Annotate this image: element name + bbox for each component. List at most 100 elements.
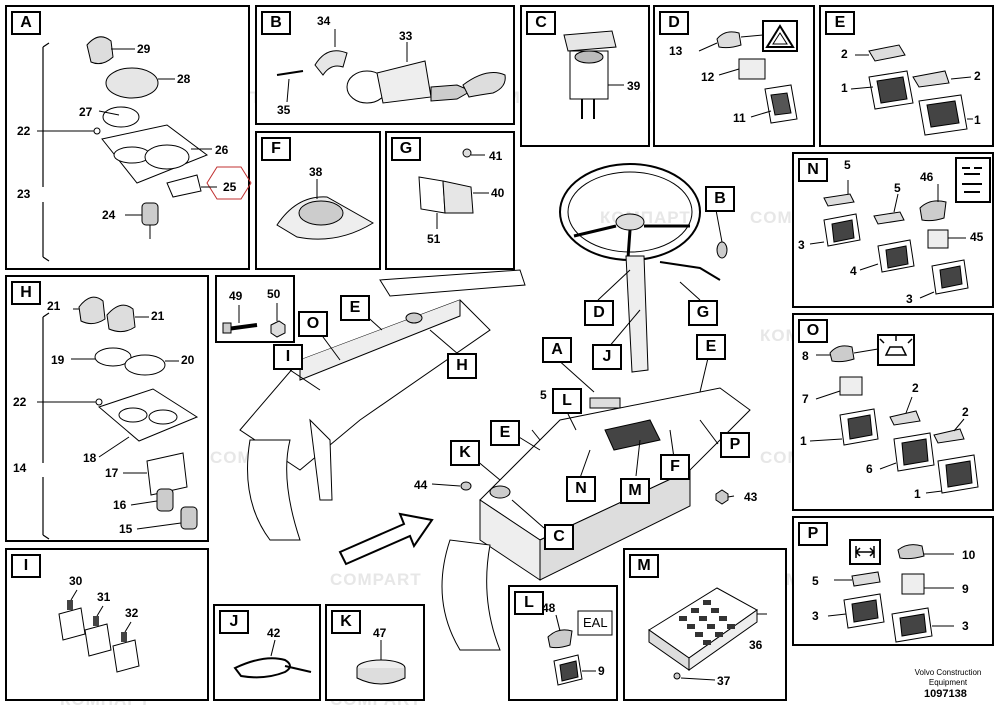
joystick-assembly-drawing <box>37 36 252 262</box>
callout-l[interactable]: L <box>552 388 582 414</box>
watermark-compart: COMPART <box>330 570 422 589</box>
socket-drawing <box>563 30 624 119</box>
callout-m[interactable]: M <box>620 478 650 504</box>
panel-f: F 38 <box>255 131 381 270</box>
plug-drawing <box>356 640 406 685</box>
callout-b[interactable]: B <box>705 186 735 212</box>
callout-g[interactable]: G <box>688 300 718 326</box>
cable-tie-drawing <box>233 639 312 679</box>
dual-joystick-drawing <box>37 296 199 540</box>
part-15: 15 <box>119 522 133 536</box>
part-2: 2 <box>962 405 969 419</box>
callout-e[interactable]: E <box>696 334 726 360</box>
part-13: 13 <box>669 44 683 58</box>
part-4: 4 <box>850 264 857 278</box>
panel-f-label: F <box>261 137 291 161</box>
panel-n: N 5 5 46 3 45 4 3 <box>792 152 994 308</box>
bolt-nut-drawing <box>222 303 286 338</box>
panel-g-label: G <box>391 137 421 161</box>
part-18: 18 <box>83 451 97 465</box>
part-45: 45 <box>970 230 984 244</box>
callout-p[interactable]: P <box>720 432 750 458</box>
part-5: 5 <box>844 158 851 172</box>
panel-b: B 34 33 35 <box>255 5 515 125</box>
part-30: 30 <box>69 574 83 588</box>
part-41: 41 <box>489 149 503 163</box>
part-43: 43 <box>744 490 758 504</box>
panel-i-label: I <box>11 554 41 578</box>
part-49: 49 <box>229 289 243 303</box>
panel-d: D 13 12 11 <box>653 5 815 147</box>
part-17: 17 <box>105 466 119 480</box>
part-25: 25 <box>223 180 237 194</box>
panel-o: O 8 7 2 2 1 6 1 <box>792 313 994 511</box>
part-28: 28 <box>177 72 191 86</box>
part-22: 22 <box>17 124 31 138</box>
part-6: 6 <box>866 462 873 476</box>
part-1: 1 <box>914 487 921 501</box>
drawing-number: 1097138 <box>924 688 967 700</box>
switch-set-n-drawing <box>809 157 991 299</box>
panel-d-label: D <box>659 11 689 35</box>
symbol-eal: EAL <box>583 615 608 630</box>
part-29: 29 <box>137 42 151 56</box>
part-22: 22 <box>13 395 27 409</box>
switch-l-drawing <box>547 610 613 686</box>
callout-o[interactable]: O <box>298 311 328 337</box>
callout-i[interactable]: I <box>273 344 303 370</box>
part-11: 11 <box>733 111 746 125</box>
panel-h-label: H <box>11 281 41 305</box>
callout-d[interactable]: D <box>584 300 614 326</box>
callout-c[interactable]: C <box>544 524 574 550</box>
switch-set-p-drawing <box>827 539 954 643</box>
lever-assembly-drawing <box>276 29 506 104</box>
part-46: 46 <box>920 170 934 184</box>
part-48: 48 <box>542 601 556 615</box>
keypad-drawing <box>648 587 767 681</box>
part-34: 34 <box>317 14 331 28</box>
part-42: 42 <box>267 626 281 640</box>
panel-g: G 41 40 51 <box>385 131 515 270</box>
part-5: 5 <box>894 181 901 195</box>
callout-f[interactable]: F <box>660 454 690 480</box>
panel-h: H 21 21 19 20 22 14 18 17 16 15 <box>5 275 209 542</box>
panel-j: J 42 <box>213 604 321 701</box>
part-35: 35 <box>277 103 291 117</box>
panel-b-label: B <box>261 11 291 35</box>
panel-i: I 30 31 32 <box>5 548 209 701</box>
part-31: 31 <box>97 590 111 604</box>
part-47: 47 <box>373 626 387 640</box>
panel-k-label: K <box>331 610 361 634</box>
callout-a[interactable]: A <box>542 337 572 363</box>
panel-c: C 39 <box>520 5 650 147</box>
callout-e[interactable]: E <box>490 420 520 446</box>
part-9: 9 <box>598 664 605 678</box>
panel-o-label: O <box>798 319 828 343</box>
switch-blanks-drawing <box>850 44 973 136</box>
part-21: 21 <box>47 299 61 313</box>
panel-e-label: E <box>825 11 855 35</box>
part-23: 23 <box>17 187 31 201</box>
part-20: 20 <box>181 353 195 367</box>
part-3: 3 <box>906 292 913 306</box>
callout-h[interactable]: H <box>447 353 477 379</box>
callout-n[interactable]: N <box>566 476 596 502</box>
callout-k[interactable]: K <box>450 440 480 466</box>
panel-n-label: N <box>798 158 828 182</box>
part-37: 37 <box>717 674 731 688</box>
part-39: 39 <box>627 79 641 93</box>
part-14: 14 <box>13 461 27 475</box>
panel-p-label: P <box>798 522 828 546</box>
panel-a: A 29 28 27 22 23 26 25 24 <box>5 5 252 270</box>
panel-c-label: C <box>526 11 556 35</box>
panel-a-label: A <box>11 11 41 35</box>
part-5: 5 <box>812 574 819 588</box>
bracket-drawing <box>418 148 489 229</box>
ashtray-drawing <box>276 179 374 240</box>
watermark-compart: COMPART <box>210 448 302 467</box>
part-44: 44 <box>414 478 428 492</box>
panel-p: P 10 5 9 3 3 <box>792 516 994 646</box>
panel-m: M 36 37 <box>623 548 787 701</box>
callout-j[interactable]: J <box>592 344 622 370</box>
callout-e[interactable]: E <box>340 295 370 321</box>
